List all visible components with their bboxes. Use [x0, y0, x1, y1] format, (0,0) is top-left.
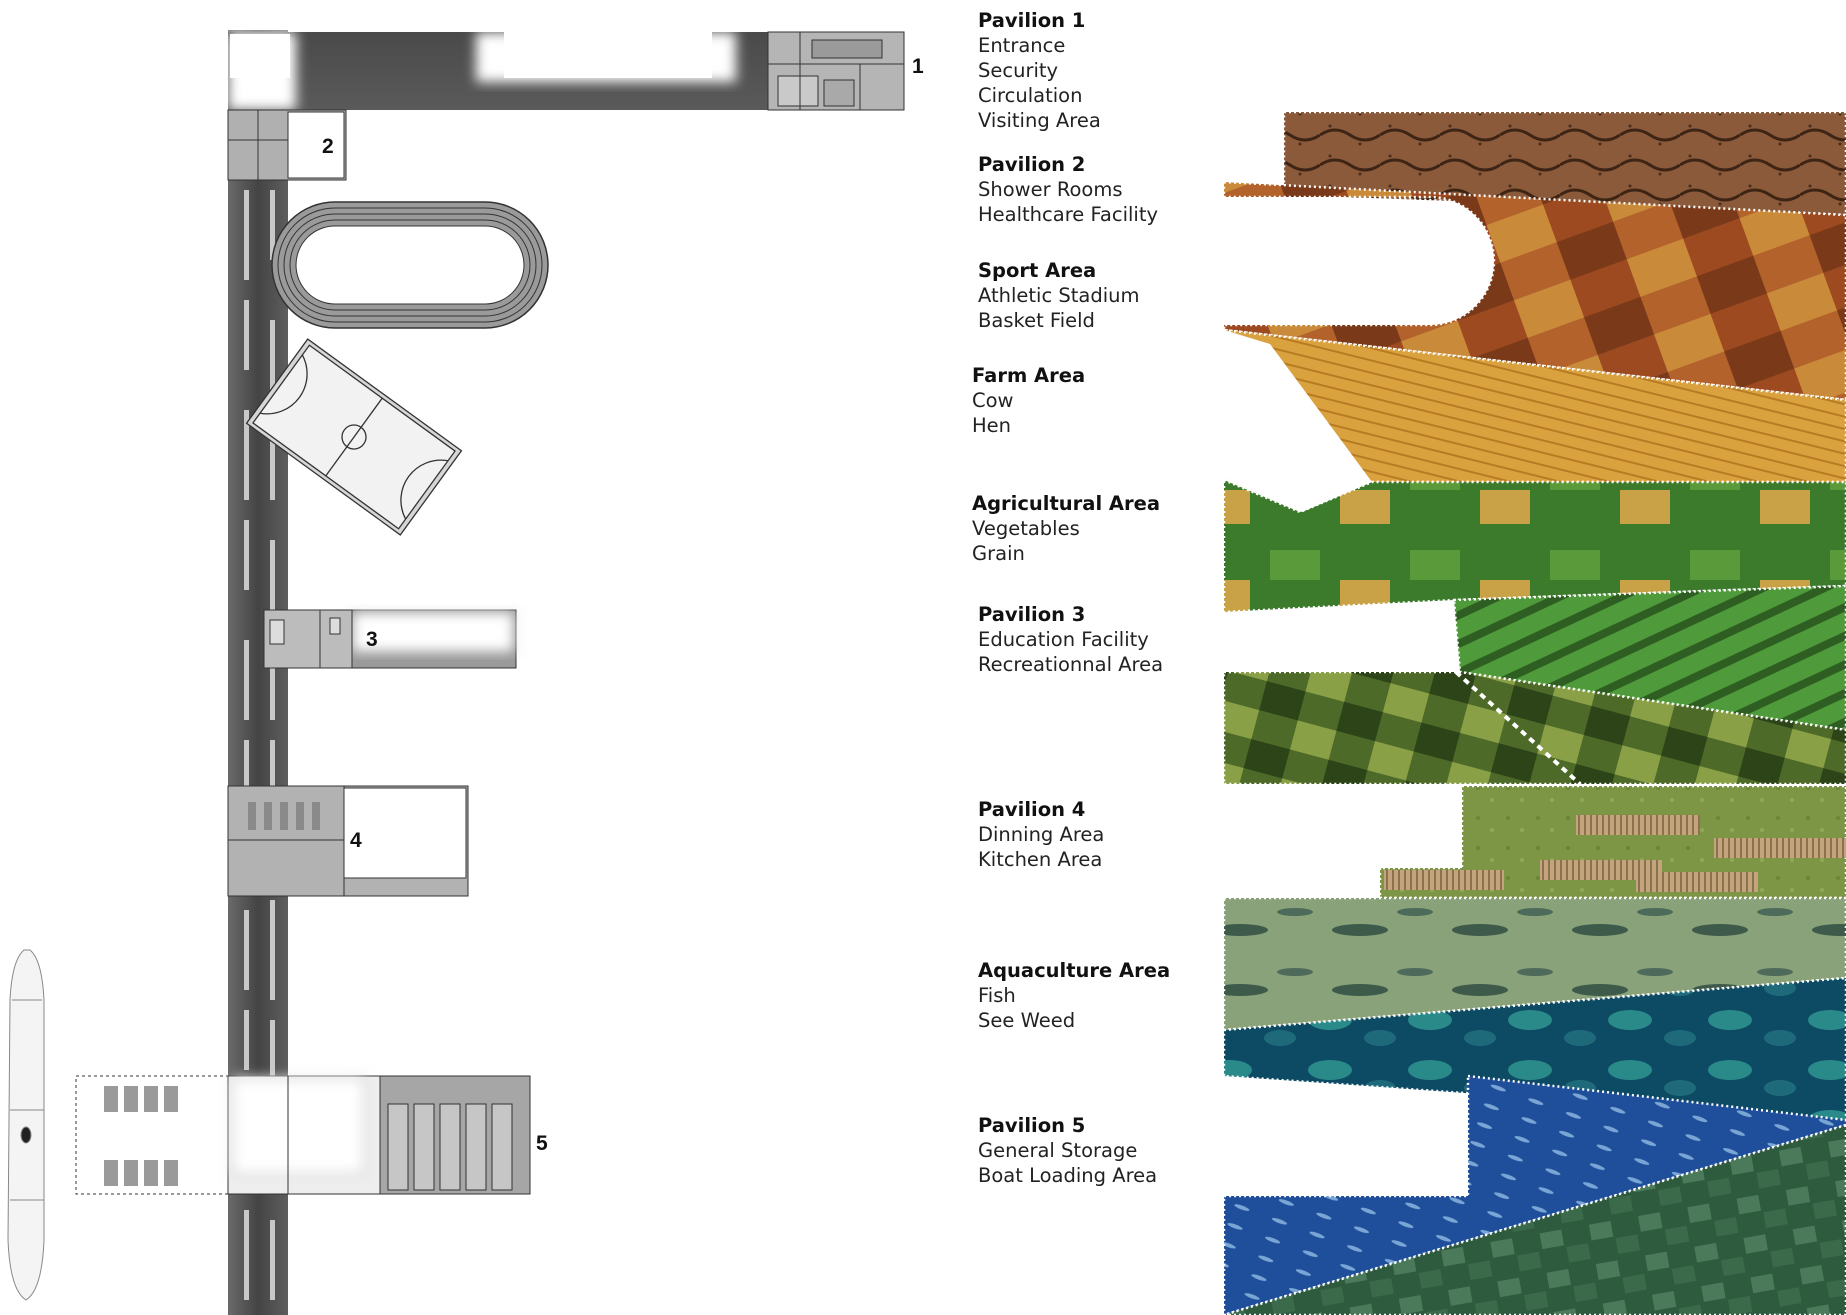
texture-fish-school	[1222, 1074, 1846, 1315]
basketball-court	[245, 338, 463, 536]
legend-pavilion-1: Pavilion 1 Entrance Security Circulation…	[978, 8, 1101, 133]
pavilion-4-building	[227, 785, 469, 897]
fence-strip	[1384, 870, 1504, 890]
legend-title: Pavilion 1	[978, 9, 1086, 32]
texture-mixed-plots	[1222, 670, 1846, 786]
legend-farm-area: Farm Area Cow Hen	[972, 363, 1085, 438]
legend-item: Healthcare Facility	[978, 203, 1159, 226]
legend-item: Athletic Stadium	[978, 284, 1140, 307]
texture-patchwork-fields	[1222, 180, 1846, 402]
legend-title: Aquaculture Area	[978, 959, 1171, 982]
athletic-stadium	[271, 201, 549, 329]
legend-item: Education Facility	[978, 628, 1149, 651]
pavilion-5-building	[75, 1075, 531, 1195]
texture-divider	[1454, 670, 1582, 786]
plan-label-2: 2	[322, 135, 334, 158]
legend-item: See Weed	[978, 1009, 1076, 1032]
legend-item: Dinning Area	[978, 823, 1105, 846]
legend-pavilion-4: Pavilion 4 Dinning Area Kitchen Area	[978, 797, 1104, 872]
legend-title: Pavilion 3	[978, 603, 1086, 626]
fence-strip	[1636, 872, 1758, 892]
fence-strip	[1540, 860, 1662, 880]
legend-item: Fish	[978, 984, 1016, 1007]
texture-seaweed-farm	[1223, 1123, 1846, 1315]
legend-item: Visiting Area	[978, 109, 1101, 132]
pavilion-3-building	[263, 609, 517, 669]
boat-outline	[7, 949, 45, 1301]
legend-item: Circulation	[978, 84, 1083, 107]
legend-item: Security	[978, 59, 1059, 82]
legend-item: Entrance	[978, 34, 1066, 57]
legend-item: Shower Rooms	[978, 178, 1123, 201]
legend-pavilion-5: Pavilion 5 General Storage Boat Loading …	[978, 1113, 1157, 1188]
legend-agricultural-area: Agricultural Area Vegetables Grain	[972, 491, 1160, 566]
texture-deep-water	[1222, 976, 1846, 1122]
legend-title: Pavilion 4	[978, 798, 1086, 821]
plan-label-1: 1	[912, 55, 924, 78]
legend-aquaculture-area: Aquaculture Area Fish See Weed	[978, 958, 1170, 1033]
legend-item: Boat Loading Area	[978, 1164, 1158, 1187]
legend-title: Pavilion 2	[978, 153, 1086, 176]
legend-item: Grain	[972, 542, 1025, 565]
legend-title: Pavilion 5	[978, 1114, 1086, 1137]
legend-pavilion-2: Pavilion 2 Shower Rooms Healthcare Facil…	[978, 152, 1158, 227]
legend-item: Recreationnal Area	[978, 653, 1164, 676]
legend-item: Vegetables	[972, 517, 1080, 540]
lane-markings	[244, 190, 275, 1300]
fence-strip	[1714, 838, 1846, 858]
texture-cutout	[1224, 330, 1372, 512]
legend-item: General Storage	[978, 1139, 1138, 1162]
texture-shallow-fish	[1222, 896, 1846, 1032]
fence-strip	[1576, 815, 1700, 835]
legend-item: Hen	[972, 414, 1012, 437]
plan-label-3: 3	[366, 628, 378, 651]
legend-item: Kitchen Area	[978, 848, 1103, 871]
legend-sport-area: Sport Area Athletic Stadium Basket Field	[978, 258, 1140, 333]
texture-crop-rows	[1452, 584, 1846, 732]
legend-item: Cow	[972, 389, 1014, 412]
pavilion-1-building	[767, 31, 905, 111]
legend-title: Farm Area	[972, 364, 1086, 387]
pavilion-2-building	[227, 109, 347, 181]
legend-pavilion-3: Pavilion 3 Education Facility Recreation…	[978, 602, 1163, 677]
legend-title: Agricultural Area	[972, 492, 1161, 515]
legend-title: Sport Area	[978, 259, 1097, 282]
legend-item: Basket Field	[978, 309, 1095, 332]
plan-label-4: 4	[350, 829, 362, 852]
plan-label-5: 5	[536, 1132, 548, 1155]
texture-terraced-earth	[1282, 110, 1846, 217]
